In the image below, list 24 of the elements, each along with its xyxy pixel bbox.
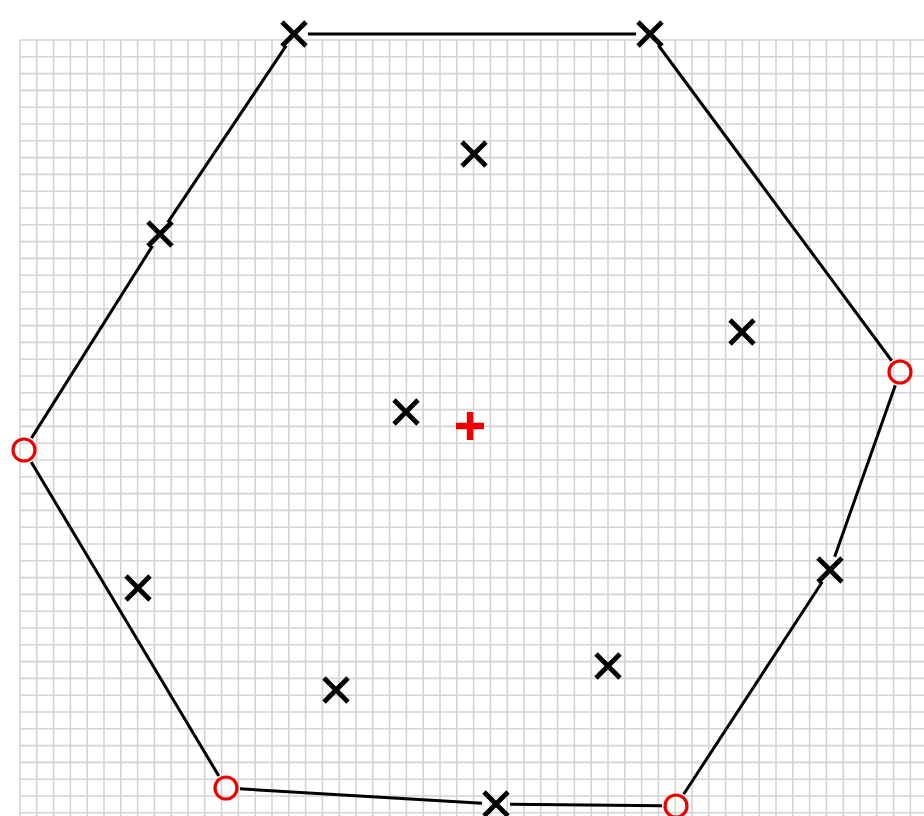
cross-marker [594, 652, 622, 680]
polygon-side [239, 787, 483, 805]
cross-marker [280, 20, 308, 48]
polygon-side [30, 245, 154, 439]
cross-marker [728, 318, 756, 346]
cross-marker [636, 20, 664, 48]
circle-marker [886, 358, 914, 386]
polygon-side [833, 384, 897, 558]
polygon-side [657, 44, 893, 362]
cross-marker [460, 140, 488, 168]
polygon-side [682, 580, 824, 796]
polygon-side [29, 461, 221, 777]
cross-marker [124, 574, 152, 602]
polygon-side [166, 44, 288, 224]
polygon-side [510, 802, 662, 808]
plus-marker [456, 412, 484, 440]
polygon-side [308, 32, 636, 36]
cross-marker [392, 398, 420, 426]
cross-marker [482, 790, 510, 816]
circle-marker [212, 774, 240, 802]
circle-marker [10, 436, 38, 464]
cross-marker [146, 220, 174, 248]
cross-marker [322, 676, 350, 704]
cross-marker [816, 556, 844, 584]
